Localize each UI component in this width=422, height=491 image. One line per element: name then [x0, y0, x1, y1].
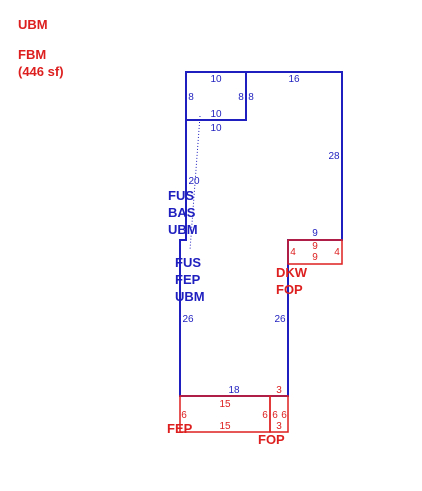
dim-top-left: 10	[210, 74, 222, 85]
area-fep: FEP	[167, 421, 193, 436]
dim-bottom-main: 18	[228, 385, 240, 396]
dim-bottom-right: 3	[276, 385, 282, 396]
area-lower-2: FEP	[175, 272, 201, 287]
dim-left-upper: 20	[188, 176, 200, 187]
area-upper-2: BAS	[168, 205, 196, 220]
dim-dkw-bottom: 9	[312, 252, 318, 263]
fop-rect	[269, 395, 289, 433]
dim-small-right-a: 8	[238, 92, 244, 103]
area-upper-1: FUS	[168, 188, 194, 203]
dim-dkw-top: 9	[312, 241, 318, 252]
area-dkw-2: FOP	[276, 282, 303, 297]
legend-fbm: FBM	[18, 47, 47, 62]
dim-fep-top: 15	[219, 399, 231, 410]
dim-fep-bottom: 15	[219, 421, 231, 432]
dim-notch-top: 9	[312, 228, 318, 239]
area-upper-3: UBM	[168, 222, 198, 237]
dim-small-bottom-a: 10	[210, 109, 222, 120]
dim-left-lower: 26	[182, 314, 194, 325]
area-lower-1: FUS	[175, 255, 201, 270]
dim-fop-bottom: 3	[276, 421, 282, 432]
top-left-room	[186, 71, 247, 121]
area-fop: FOP	[258, 432, 285, 447]
dim-right-upper: 28	[328, 151, 340, 162]
leader-line	[189, 115, 201, 251]
dim-small-left: 8	[188, 92, 194, 103]
area-lower-3: UBM	[175, 289, 205, 304]
dim-fep-left: 6	[181, 410, 187, 421]
dim-dkw-left: 4	[290, 247, 296, 258]
dim-top-right: 16	[288, 74, 300, 85]
legend-area: (446 sf)	[18, 64, 64, 79]
dim-dkw-right: 4	[334, 247, 340, 258]
dim-fop-right: 6	[281, 410, 287, 421]
dim-small-bottom-b: 10	[210, 123, 222, 134]
dim-right-lower: 26	[274, 314, 286, 325]
dim-small-right-b: 8	[248, 92, 254, 103]
dkw-rect	[287, 239, 343, 265]
area-dkw-1: DKW	[276, 265, 308, 280]
dim-fep-right: 6	[262, 410, 268, 421]
dim-fop-left: 6	[272, 410, 278, 421]
legend-ubm: UBM	[18, 17, 48, 32]
